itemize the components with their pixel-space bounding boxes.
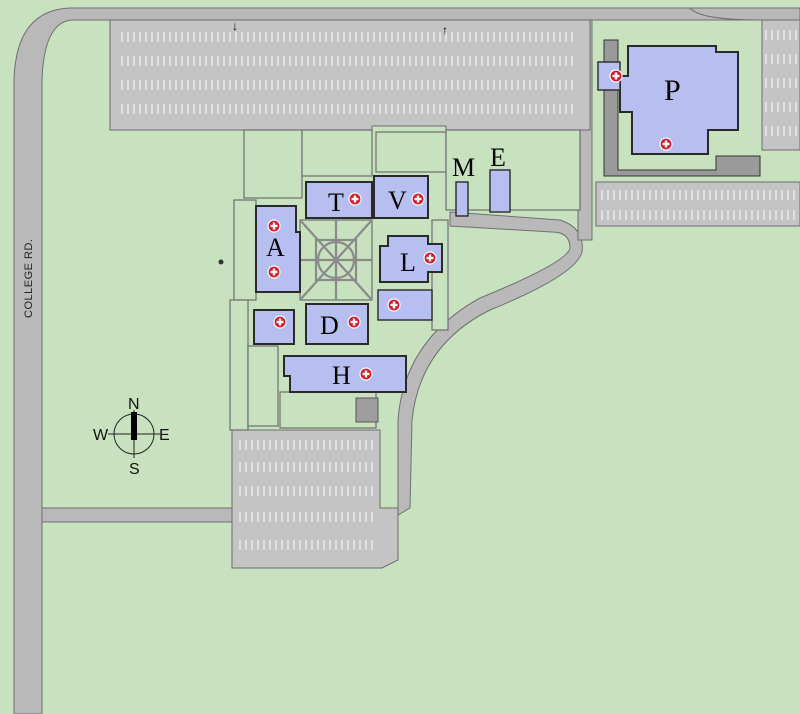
walk-block-9	[431, 219, 449, 331]
top-lot-surface	[109, 19, 591, 131]
walk-block-1	[243, 129, 303, 199]
first-aid-cross-icon	[267, 219, 281, 233]
walk-block-5	[233, 199, 257, 301]
arrow-up-icon: ↑	[442, 23, 448, 37]
walk-block-6	[229, 299, 249, 431]
compass: N S E W	[93, 396, 170, 478]
compass-s-label: S	[129, 461, 140, 478]
walk-block-7	[247, 345, 279, 427]
building-p[interactable]: P	[597, 39, 761, 177]
first-aid-cross-icon	[347, 315, 361, 329]
building-e[interactable]: E	[489, 143, 511, 213]
building-d-west[interactable]	[253, 309, 295, 345]
first-aid-cross-icon	[387, 298, 401, 312]
building-v-label: V	[388, 186, 407, 215]
compass-e-label: E	[159, 427, 170, 444]
courtyard-circle	[316, 240, 356, 280]
east-lot-a	[761, 19, 800, 151]
first-aid-cross-icon	[411, 192, 425, 206]
building-m-label: M	[452, 153, 475, 182]
buildings: A T V L D H	[253, 39, 761, 393]
building-a-label: A	[266, 233, 285, 262]
first-aid-cross-icon	[273, 315, 287, 329]
first-aid-cross-icon	[267, 265, 281, 279]
college-road-label: COLLEGE RD.	[23, 239, 35, 318]
east-lot-stalls	[601, 30, 797, 220]
building-h-label: H	[332, 361, 351, 390]
south-lot-surface	[231, 429, 399, 569]
first-aid-cross-icon	[659, 137, 673, 151]
building-h[interactable]: H	[283, 355, 407, 393]
south-lot-stalls	[239, 440, 373, 550]
building-a[interactable]: A	[255, 205, 301, 293]
south-parking-lot	[231, 429, 399, 569]
first-aid-cross-icon	[348, 192, 362, 206]
first-aid-markers	[267, 69, 673, 381]
building-t-label: T	[328, 188, 344, 217]
h-entrance	[355, 397, 379, 423]
building-e-label: E	[490, 143, 506, 172]
college-road	[13, 7, 800, 714]
building-m[interactable]: M	[452, 153, 475, 217]
building-p-label: P	[664, 74, 681, 107]
walk-block-2	[301, 129, 373, 177]
walk-block-3	[375, 131, 447, 173]
compass-needle-icon	[131, 412, 137, 440]
arrow-down-icon: ↓	[232, 19, 238, 33]
a-entrance-marker	[218, 259, 224, 265]
compass-w-label: W	[93, 427, 109, 444]
first-aid-cross-icon	[423, 251, 437, 265]
building-l-label: L	[400, 248, 416, 277]
building-annex[interactable]	[377, 289, 433, 321]
building-t[interactable]: T	[305, 181, 373, 219]
compass-n-label: N	[128, 396, 140, 413]
building-l[interactable]: L	[379, 235, 443, 283]
courtyard-paths	[299, 219, 373, 301]
east-parking-lots	[595, 19, 800, 227]
top-parking-lot: ↓ ↑	[109, 19, 591, 131]
building-d-label: D	[320, 311, 339, 340]
courtyard-square	[314, 238, 358, 282]
top-lot-stalls	[121, 32, 573, 114]
first-aid-cross-icon	[609, 69, 623, 83]
first-aid-cross-icon	[359, 367, 373, 381]
